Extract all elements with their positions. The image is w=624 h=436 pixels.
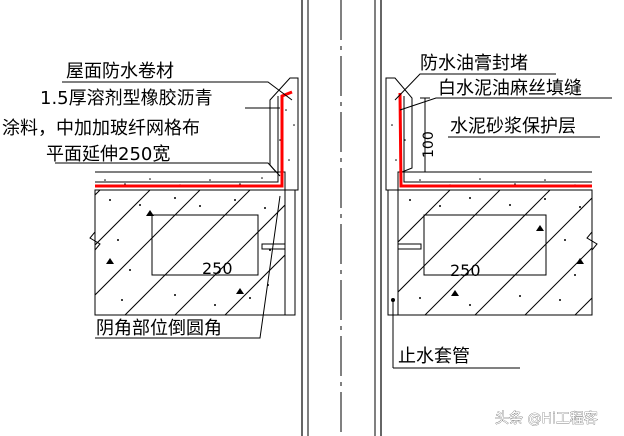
label-roof-membrane: 屋面防水卷材 — [66, 61, 174, 82]
dim-250-right: 250 — [450, 261, 481, 280]
watermark-text: 头条 @Hi工程客 — [495, 410, 598, 427]
dim-250-left: 250 — [202, 259, 233, 278]
break-line-right — [586, 190, 598, 315]
waterproof-coating-layer — [95, 90, 592, 188]
mortar-layers — [95, 171, 592, 191]
label-coating-line2: 涂料，中加加玻纤网格布 — [2, 118, 200, 139]
label-coating-line1: 1.5厚溶剂型橡胶沥青 — [40, 88, 213, 109]
label-cement-hemp: 白水泥油麻丝填缝 — [438, 78, 582, 99]
label-sealant-plug: 防水油膏封堵 — [420, 52, 528, 74]
dimension-vertical-100 — [420, 97, 430, 173]
label-water-sleeve: 止水套管 — [398, 346, 470, 367]
roof-membrane-lines — [95, 96, 592, 183]
leader-lines-left — [55, 81, 293, 339]
dim-100-label: 100 — [421, 131, 437, 158]
leader-dot-sleeve — [391, 298, 395, 302]
right-concrete-slab — [397, 189, 593, 316]
leader-lines-right — [392, 73, 612, 369]
label-mortar-layer: 水泥砂浆保护层 — [450, 116, 576, 137]
watermark: 头条 @Hi工程客 — [495, 410, 598, 428]
label-fillet-corner: 阴角部位倒圆角 — [96, 318, 222, 339]
label-extend-flat: 平面延伸250宽 — [46, 144, 170, 165]
pipe — [301, 0, 382, 436]
left-concrete-slab — [94, 189, 286, 316]
break-line-left — [89, 190, 101, 315]
